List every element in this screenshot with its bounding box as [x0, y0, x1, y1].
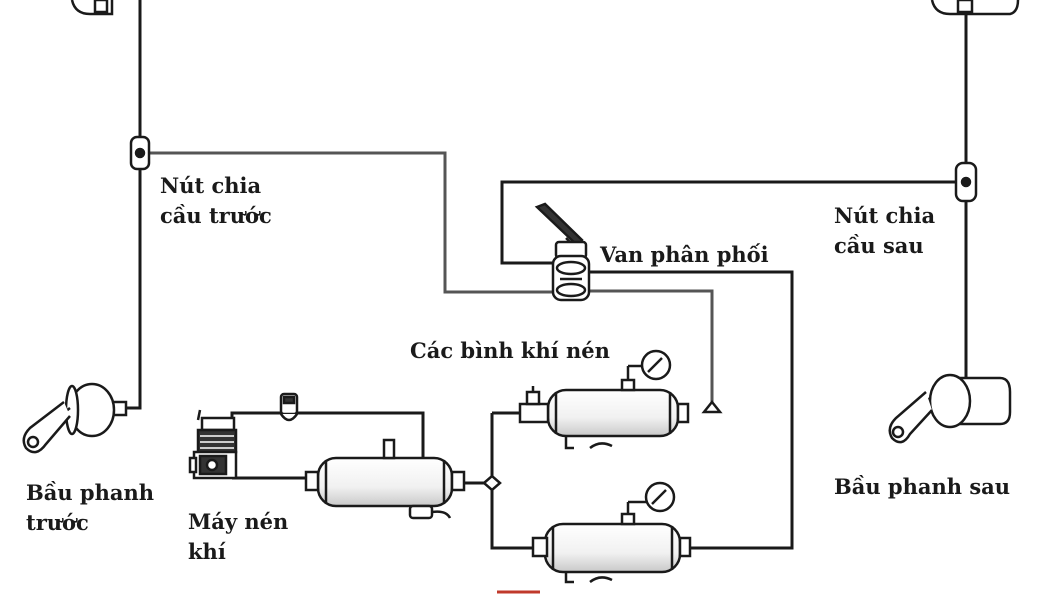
front-splitter-label-line1: Nút chia	[160, 173, 262, 198]
front-axle-line	[125, 0, 142, 410]
rear-splitter-to-valve-line	[500, 180, 955, 265]
compressor-label-line2: khí	[188, 539, 226, 564]
front-splitter-label: Nút chia cầu trước	[160, 171, 272, 231]
compressor-icon	[188, 409, 238, 480]
front-brake-chamber-icon	[22, 382, 128, 454]
air-tank-lower-icon	[531, 481, 692, 584]
rear-splitter-icon	[954, 161, 978, 203]
front-splitter-label-line2: cầu trước	[160, 203, 272, 228]
valve-to-tank1-line	[590, 289, 714, 408]
front-top-chamber-icon	[70, 0, 114, 16]
rear-splitter-label: Nút chia cầu sau	[834, 201, 935, 261]
front-chamber-label-line2: trước	[26, 510, 89, 535]
front-chamber-label: Bầu phanh trước	[26, 478, 154, 538]
rear-chamber-label: Bầu phanh sau	[834, 472, 1010, 502]
tee-junction-icon	[482, 474, 502, 492]
junction-branch-line	[490, 413, 540, 550]
main-reservoir-icon	[304, 438, 466, 520]
compressor-label: Máy nén khí	[188, 507, 288, 567]
rear-splitter-label-line1: Nút chia	[834, 203, 936, 228]
pipe-network	[125, 0, 968, 550]
front-splitter-icon	[129, 135, 151, 171]
rear-splitter-label-line2: cầu sau	[834, 233, 924, 258]
governor-icon	[279, 392, 299, 422]
rear-brake-chamber-icon	[888, 373, 1012, 444]
rear-chamber-label-text: Bầu phanh sau	[834, 474, 1011, 499]
air-tanks-label: Các bình khí nén	[410, 336, 610, 366]
distribution-valve-label: Van phân phối	[600, 240, 769, 270]
valve-to-tank2-line	[585, 270, 794, 550]
front-chamber-label-line1: Bầu phanh	[26, 480, 155, 505]
front-splitter-to-valve-line	[150, 151, 556, 294]
distribution-valve-label-text: Van phân phối	[600, 242, 769, 267]
compressor-label-line1: Máy nén	[188, 509, 289, 534]
air-tanks-label-text: Các bình khí nén	[410, 338, 610, 363]
rear-top-chamber-icon	[930, 0, 1020, 16]
distribution-valve-icon	[534, 202, 591, 302]
air-tank-upper-icon	[518, 349, 723, 450]
